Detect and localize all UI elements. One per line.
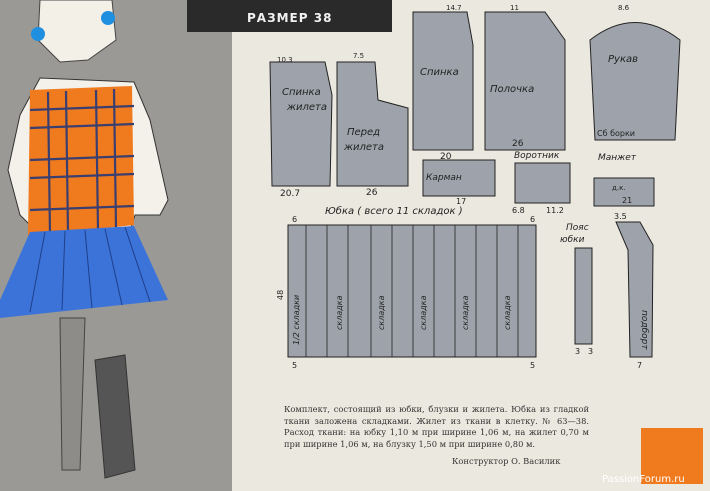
svg-text:26: 26: [512, 139, 524, 149]
svg-text:20.7: 20.7: [280, 189, 300, 199]
header-band: [187, 0, 392, 32]
svg-text:5: 5: [292, 361, 297, 370]
description-caption: Комплект, состоящий из юбки, блузки и жи…: [284, 404, 589, 449]
svg-text:26: 26: [366, 188, 378, 198]
pattern-pocket: Карман 17: [422, 159, 496, 206]
pattern-sleeve: Рукав Сб борки 8.6: [589, 4, 681, 141]
svg-text:1/2 складки: 1/2 складки: [292, 295, 301, 345]
svg-text:Воротник: Воротник: [514, 151, 560, 161]
svg-text:складка: складка: [461, 295, 470, 330]
svg-text:жилета: жилета: [286, 102, 327, 113]
pattern-front-blouse: Полочка 26 11: [484, 4, 566, 151]
svg-text:Сб борки: Сб борки: [597, 129, 635, 138]
pattern-belt: Пояс юбки 3 3: [560, 223, 593, 356]
orange-corner-badge: [641, 428, 703, 484]
watermark: PassionForum.ru: [602, 474, 685, 485]
svg-text:складка: складка: [419, 295, 428, 330]
svg-text:21: 21: [622, 196, 632, 205]
svg-text:11: 11: [510, 4, 519, 12]
svg-text:14.7: 14.7: [446, 4, 462, 12]
svg-text:20: 20: [440, 152, 452, 162]
pattern-back-blouse: Спинка 14.7 20: [412, 4, 474, 162]
svg-text:Пояс: Пояс: [566, 223, 589, 233]
svg-text:7: 7: [637, 361, 642, 370]
svg-text:6.8: 6.8: [512, 206, 525, 215]
svg-text:17: 17: [456, 197, 466, 206]
girl-figure: [0, 0, 169, 479]
svg-text:10.3: 10.3: [277, 56, 293, 64]
svg-text:3: 3: [575, 347, 580, 356]
size-title: РАЗМЕР 38: [247, 11, 333, 25]
svg-text:6: 6: [292, 215, 297, 224]
svg-text:складка: складка: [503, 295, 512, 330]
svg-text:Рукав: Рукав: [608, 54, 638, 65]
svg-text:Спинка: Спинка: [420, 67, 459, 78]
pattern-front-vest: Перед жилета 26 7.5: [336, 52, 409, 198]
constructor-credit: Конструктор О. Василик: [452, 456, 561, 466]
svg-text:11.2: 11.2: [546, 206, 564, 215]
svg-text:3: 3: [588, 347, 593, 356]
svg-text:3.5: 3.5: [614, 212, 627, 221]
pattern-back-vest: Спинка жилета 20.7 10.3: [269, 56, 333, 199]
svg-text:складка: складка: [377, 295, 386, 330]
pattern-skirt: складка складка складка складка складка …: [276, 215, 537, 370]
svg-text:7.5: 7.5: [353, 52, 364, 60]
svg-text:Карман: Карман: [426, 173, 462, 183]
svg-text:д.к.: д.к.: [612, 184, 626, 192]
svg-text:Полочка: Полочка: [490, 84, 534, 95]
svg-text:5: 5: [530, 361, 535, 370]
svg-text:Спинка: Спинка: [282, 87, 321, 98]
svg-text:Перед: Перед: [347, 127, 380, 138]
svg-text:юбки: юбки: [560, 235, 585, 245]
svg-text:подборт: подборт: [639, 310, 649, 350]
svg-text:Юбка ( всего 11 складок ): Юбка ( всего 11 складок ): [325, 205, 463, 217]
pattern-facing: подборт 3.5 7: [614, 212, 654, 370]
svg-text:складка: складка: [335, 295, 344, 330]
svg-text:6: 6: [530, 215, 535, 224]
svg-text:48: 48: [276, 290, 285, 300]
svg-text:8.6: 8.6: [618, 4, 630, 12]
svg-text:Манжет: Манжет: [598, 153, 637, 163]
svg-text:жилета: жилета: [343, 142, 384, 153]
pattern-collar: Воротник 6.8 11.2: [512, 151, 571, 215]
pattern-cuff: Манжет д.к. 21: [593, 153, 655, 207]
